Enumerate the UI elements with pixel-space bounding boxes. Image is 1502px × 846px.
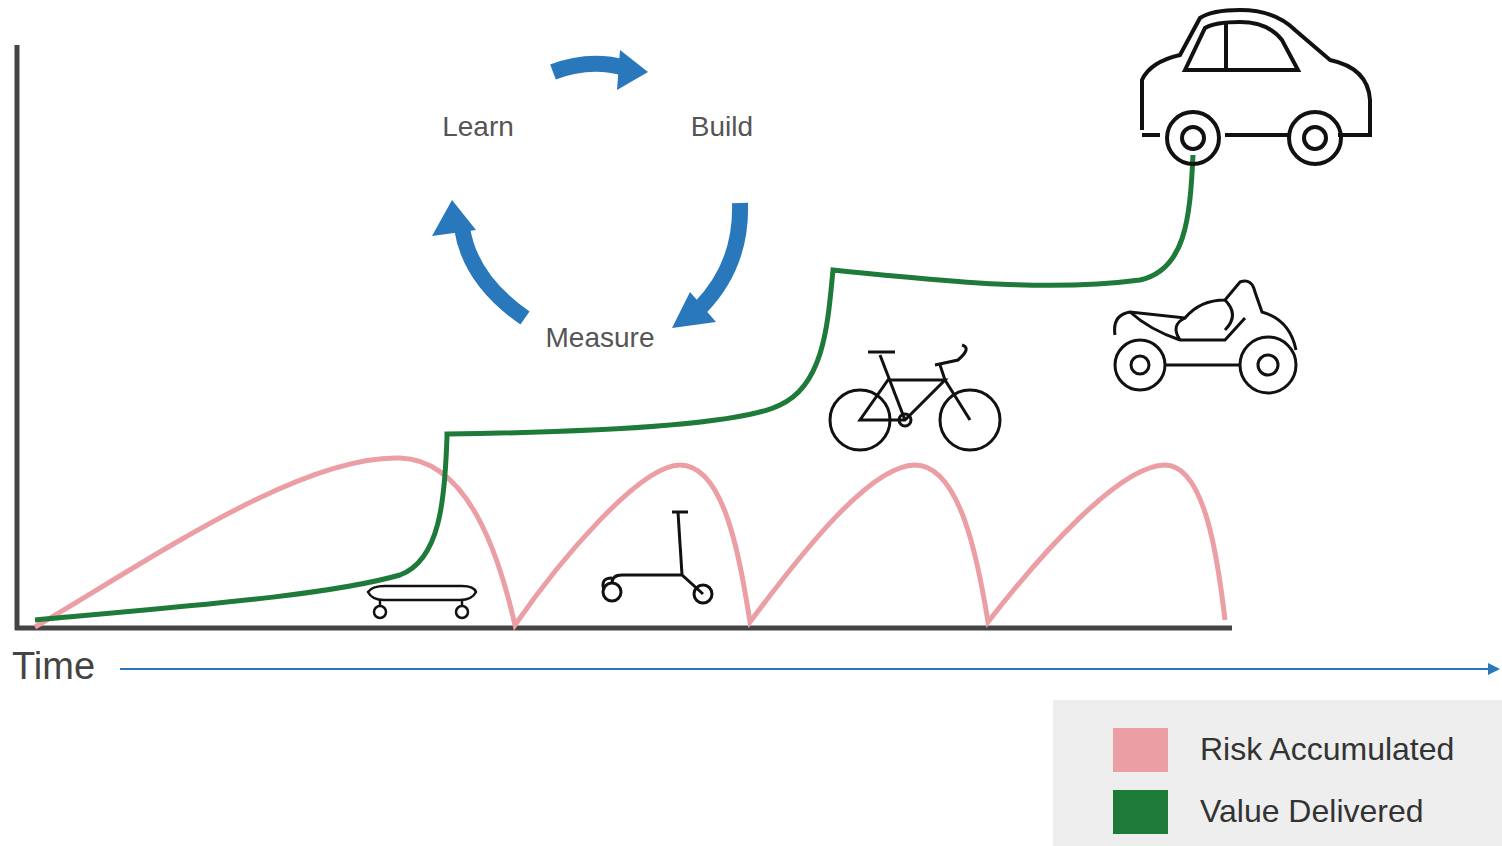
arrow-head [1488, 663, 1500, 675]
time-arrow [120, 668, 1490, 670]
cycle-arrow-heads [432, 50, 716, 328]
skateboard-icon [368, 586, 476, 618]
value-curve [35, 155, 1193, 620]
legend-swatch [1113, 790, 1168, 834]
legend-panel: Risk AccumulatedValue Delivered [1053, 700, 1502, 846]
cycle-step-label: Build [691, 112, 753, 143]
cycle-step-label: Measure [546, 323, 655, 354]
cycle-step-label: Learn [442, 112, 514, 143]
cycle-arrows [462, 64, 740, 318]
legend-swatch [1113, 728, 1168, 772]
bicycle-icon [830, 345, 1000, 450]
legend-text: Value Delivered [1200, 794, 1424, 829]
car-icon [1142, 10, 1370, 164]
x-axis [15, 626, 1232, 631]
y-axis [15, 45, 20, 630]
scooter-icon [603, 512, 712, 603]
motorcycle-icon [1115, 281, 1296, 393]
legend-text: Risk Accumulated [1200, 732, 1454, 767]
axis-label: Time [12, 646, 101, 688]
